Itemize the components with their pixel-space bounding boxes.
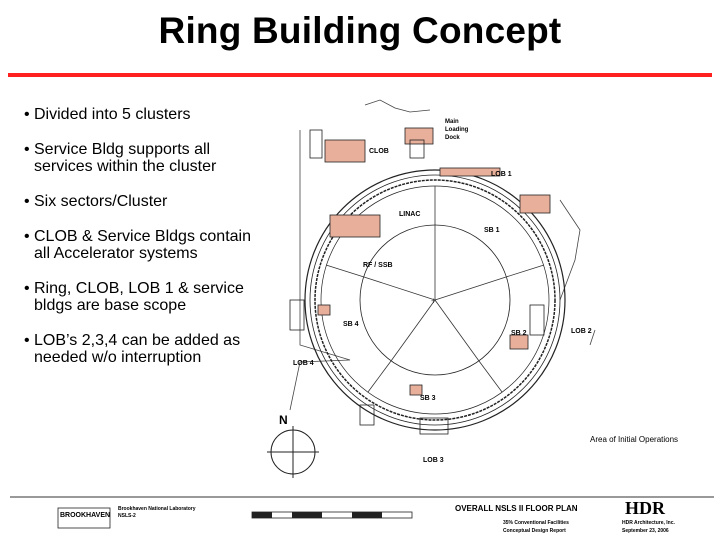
- building-sb4: [317, 304, 331, 316]
- label-sb4: SB 4: [343, 321, 359, 328]
- label-main-dock: Main Loading Dock: [445, 119, 469, 141]
- north-label: N: [279, 413, 288, 427]
- label-lob2: LOB 2: [571, 328, 592, 335]
- bullet-item: •Service Bldg supports all services with…: [24, 141, 217, 175]
- north-arrow: [267, 426, 319, 478]
- building-sb2: [509, 334, 529, 350]
- bullet-item: •Ring, CLOB, LOB 1 & service bldgs are b…: [24, 280, 244, 314]
- brookhaven-logo: BROOKHAVEN: [60, 512, 111, 519]
- label-sb1: SB 1: [484, 227, 500, 234]
- ring-sector-walls: [325, 186, 545, 393]
- bullet-list: •Divided into 5 clusters •Service Bldg s…: [24, 106, 254, 384]
- area-note: Area of Initial Operations: [590, 435, 679, 444]
- building-sb3: [409, 384, 423, 396]
- bullet-item: •Divided into 5 clusters: [24, 106, 191, 123]
- label-lob4: LOB 4: [293, 360, 314, 367]
- slide-title: Ring Building Concept: [158, 10, 562, 51]
- bullet-item: •CLOB & Service Bldgs contain all Accele…: [24, 228, 251, 262]
- bullet-item: •Six sectors/Cluster: [24, 193, 168, 210]
- center-mark: +: [431, 296, 436, 306]
- brookhaven-logo-box: [57, 507, 111, 529]
- report-info: 35% Conventional Facilities Conceptual D…: [503, 520, 569, 534]
- lab-info: Brookhaven National Laboratory NSLS-2: [118, 506, 196, 519]
- building-sb1-area: [519, 194, 551, 214]
- plan-title: OVERALL NSLS II FLOOR PLAN: [455, 504, 578, 513]
- storage-ring: [304, 169, 566, 431]
- label-rf-ssb: RF / SSB: [363, 262, 393, 269]
- building-clob: [324, 139, 366, 163]
- site-outline: [289, 99, 596, 411]
- label-lob3: LOB 3: [423, 457, 444, 464]
- inner-spokes: [363, 225, 507, 362]
- label-lob1: LOB 1: [491, 171, 512, 178]
- label-linac: LINAC: [399, 211, 421, 218]
- hdr-logo: HDR: [625, 498, 665, 518]
- label-clob: CLOB: [369, 148, 389, 155]
- label-sb2: SB 2: [511, 330, 527, 337]
- building-blocks: [317, 127, 551, 396]
- firm-info: HDR Architecture, Inc. September 23, 200…: [622, 520, 675, 534]
- title-rule: [8, 73, 712, 77]
- building-outlines: [289, 129, 545, 435]
- building-dock: [404, 127, 434, 145]
- building-lob1: [439, 167, 501, 177]
- bullet-item: •LOB’s 2,3,4 can be added as needed w/o …: [24, 332, 241, 366]
- scale-bar: [251, 511, 413, 519]
- building-linac: [329, 214, 381, 238]
- label-sb3: SB 3: [420, 395, 436, 402]
